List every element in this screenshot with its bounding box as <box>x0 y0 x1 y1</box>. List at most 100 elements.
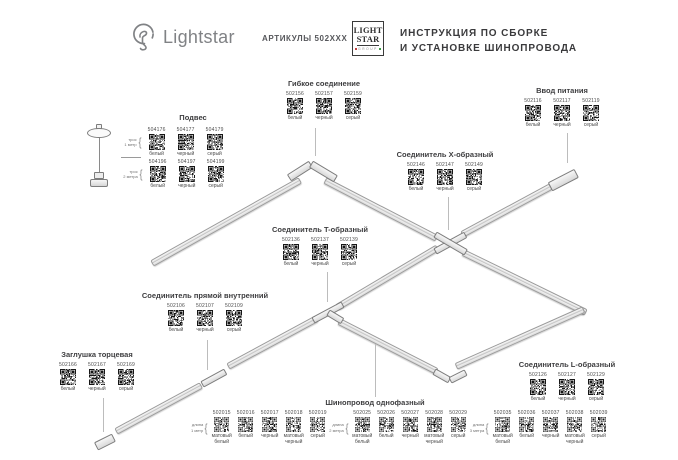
leader-line <box>103 398 104 432</box>
qr-code <box>262 417 278 432</box>
qr-code <box>312 244 328 260</box>
qr-item: 502149 серый <box>461 162 487 192</box>
article-number: 502149 <box>465 162 483 168</box>
group-title: Заглушка торцевая <box>61 350 133 359</box>
lightstar-group-logo: LIGHT STAR GROUP <box>352 21 384 56</box>
l-connector-graphic <box>448 368 468 384</box>
qr-code <box>149 166 166 182</box>
brace-glyph: { <box>485 420 489 435</box>
qr-code <box>316 98 332 114</box>
group-logo-line1: LIGHT <box>353 25 383 35</box>
qr-code <box>354 417 370 432</box>
color-label: белый <box>238 433 254 439</box>
qr-code <box>543 417 559 432</box>
qr-code <box>495 417 511 432</box>
qr-item: 502029 серый <box>447 410 470 439</box>
qr-code <box>177 134 194 150</box>
page-title-line1: ИНСТРУКЦИЯ ПО СБОРКЕ <box>400 28 549 39</box>
qr-code <box>287 98 303 114</box>
qr-code <box>437 169 453 185</box>
qr-item: 502159 серый <box>340 91 366 121</box>
leader-line <box>327 272 328 302</box>
color-label: матовый черный <box>424 433 445 445</box>
article-number: 502116 <box>524 98 542 104</box>
qr-code <box>519 417 535 432</box>
qr-item: 504197 черный <box>174 159 200 189</box>
qr-item: 504196 белый <box>145 159 171 189</box>
qr-code <box>286 417 302 432</box>
qr-code <box>402 417 418 432</box>
qr-code <box>226 310 242 326</box>
qr-code <box>378 417 394 432</box>
article-number: 502029 <box>449 410 468 416</box>
qr-item: 502169 серый <box>113 362 139 392</box>
group-title: Ввод питания <box>536 86 588 95</box>
track-segment <box>337 317 439 375</box>
qr-code <box>206 134 223 150</box>
qr-code <box>341 244 357 260</box>
articles-label: АРТИКУЛЫ 502XXX <box>262 34 348 43</box>
article-number: 502018 <box>284 410 303 416</box>
flex-connector-graphic <box>286 160 314 182</box>
qr-item: 502035 матовый белый <box>491 410 514 445</box>
suspension-kit-graphic <box>82 124 116 190</box>
qr-code <box>118 369 134 385</box>
color-label: серый <box>341 261 357 267</box>
article-number: 502167 <box>88 362 106 368</box>
group-title: Гибкое соединение <box>287 79 361 88</box>
qr-code <box>148 134 165 150</box>
color-label: черный <box>311 261 329 267</box>
qr-item: 502015 матовый белый <box>210 410 233 445</box>
qr-item: 502036 белый <box>515 410 538 439</box>
color-label: белый <box>408 186 424 192</box>
qr-item: 502027 черный <box>399 410 422 439</box>
qr-item: 502028 матовый черный <box>423 410 446 445</box>
color-label: белый <box>530 396 546 402</box>
color-label: серый <box>345 115 361 121</box>
color-label: серый <box>118 386 134 392</box>
color-label: матовый черный <box>283 433 304 445</box>
track-subgroup-1m: длина 1 метр { 502015 матовый белый 50201… <box>191 410 329 445</box>
article-number: 502139 <box>340 237 358 243</box>
qr-item: 502037 черный <box>539 410 562 439</box>
qr-code <box>583 105 599 121</box>
article-number: 504177 <box>176 127 195 133</box>
logo-wordmark: Lightstar <box>163 27 235 47</box>
qr-item: 502017 черный <box>258 410 281 439</box>
lightstar-logo: Lightstar <box>130 22 235 53</box>
qr-code <box>310 417 326 432</box>
color-label: черный <box>401 433 419 439</box>
qr-code <box>197 310 213 326</box>
qr-code <box>450 417 466 432</box>
color-label: серый <box>226 327 242 333</box>
article-number: 502166 <box>59 362 77 368</box>
qr-code <box>89 369 105 385</box>
qr-item: 504199 серый <box>203 159 229 189</box>
group-title: Соединитель T-образный <box>272 225 368 234</box>
article-number: 502026 <box>377 410 396 416</box>
group-title-track: Шинопровод однофазный <box>325 398 425 407</box>
endcap-graphic <box>93 432 116 451</box>
color-label: серый <box>207 151 222 157</box>
color-label: серый <box>591 433 606 439</box>
article-number: 502036 <box>517 410 536 416</box>
color-label: матовый белый <box>352 433 373 445</box>
article-number: 502157 <box>315 91 333 97</box>
length-label: длина 2 метра { <box>329 420 349 435</box>
brace-glyph: { <box>345 420 349 435</box>
track-segment <box>461 248 588 316</box>
color-label: черный <box>436 186 454 192</box>
header: Lightstar АРТИКУЛЫ 502XXX LIGHT STAR GRO… <box>0 0 678 70</box>
article-number: 502035 <box>493 410 512 416</box>
qr-code <box>567 417 583 432</box>
length-label: длина 1 метр { <box>191 420 208 435</box>
article-number: 502127 <box>558 372 576 378</box>
power-feed-graphic <box>547 168 580 192</box>
qr-code <box>554 105 570 121</box>
